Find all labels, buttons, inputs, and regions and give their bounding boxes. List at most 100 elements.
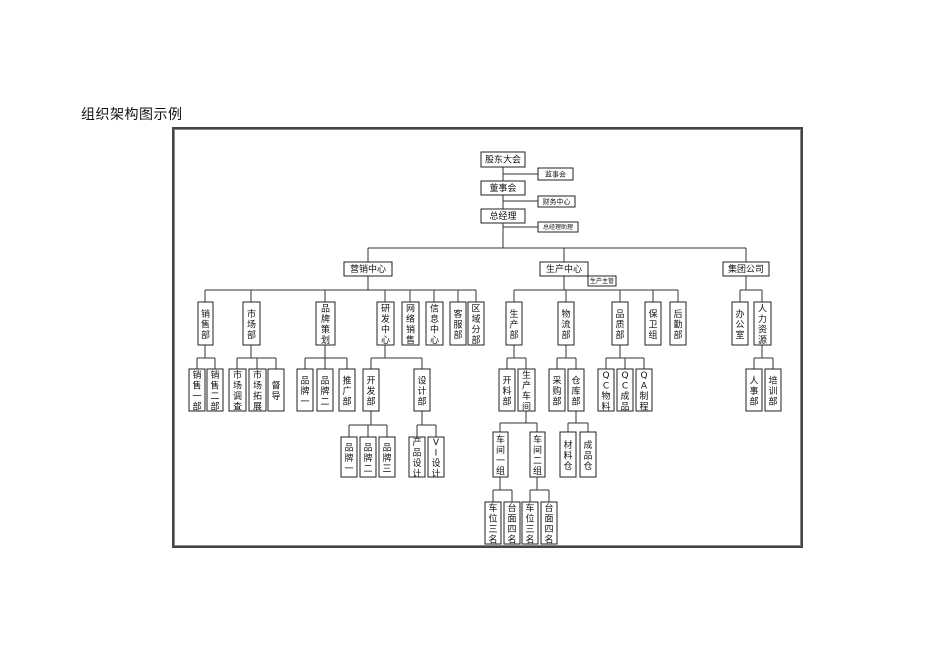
org-node-label-char: 三 [525,525,534,535]
org-node-label: 市场拓展 [253,369,262,413]
org-node-g_tr: 培训部 [764,368,782,412]
org-node-label-char: 卫 [648,320,657,330]
org-node-label-char: 公 [735,319,744,330]
org-node-box [480,151,526,168]
org-node-box [316,368,334,412]
org-node-g_off: 办公室 [731,301,749,346]
org-node-label: 车位三名 [488,502,497,546]
org-node-m_info: 信息中心 [425,301,444,346]
org-node-label-char: 品 [382,442,391,453]
org-node-label-char: 办 [735,308,744,320]
org-node-label-char: 销 [201,308,210,320]
org-node-label-char: 售 [210,380,219,392]
org-node-g_per: 人事部 [745,368,763,412]
org-node-label-char: 品 [320,375,329,386]
org-node-label-char: 展 [253,402,262,413]
org-node-label-char: 购 [552,385,561,397]
org-node-label: 台面四名 [544,502,553,546]
org-node-finance: 财务中心 [537,195,576,208]
org-node-label-char: 中 [430,324,439,336]
org-node-box [505,301,523,346]
org-node-box [753,301,772,346]
org-node-label: 推广部 [342,374,351,407]
org-node-label-char: 部 [615,329,624,341]
org-node-label-char: 查 [233,401,242,413]
org-node-label-char: 市 [233,369,242,381]
org-node-label-char: 力 [758,313,767,325]
org-node-label: 后勤部 [673,309,682,341]
org-node-label-char: 台 [544,502,553,514]
org-node-label-char: 牌 [363,452,372,464]
org-node-label-char: 三 [488,525,497,535]
org-node-label: 人力资源 [758,304,767,347]
org-node-p_cut: 开料部 [498,368,516,412]
org-node-label-char: 物 [561,308,570,320]
org-node-box [539,261,589,277]
org-node-label-char: 后 [673,309,682,320]
org-node-label-char: 物 [601,390,610,402]
org-node-label-char: 仓 [583,460,592,472]
org-node-label-char: 台 [507,502,516,514]
org-node-label-char: 品 [412,448,421,459]
org-node-label-char: 推 [342,374,351,386]
org-node-box [731,301,749,346]
org-node-label-char: 组 [648,329,657,341]
org-node-box [449,301,467,346]
org-node-box [408,436,426,478]
org-node-label-char: 品 [615,309,624,320]
org-node-box [362,368,380,412]
org-node-label: 集团公司 [728,263,764,275]
org-node-box [413,368,431,412]
org-node-box [427,436,445,478]
org-node-label-char: 品 [583,450,592,461]
org-node-m_dev: 开发部 [362,368,380,412]
org-node-label-char: 四 [544,525,553,535]
org-node-gm: 总经理 [480,208,526,224]
org-node-label: 物流部 [561,308,570,341]
org-node-box [548,368,566,412]
org-node-label: 品牌三 [382,442,391,474]
org-node-label-char: 位 [525,513,534,525]
org-node-label-char: 品 [344,442,353,453]
org-node-m_d2: 品牌二 [359,436,377,478]
org-node-p_w2: 车间二组 [529,431,546,478]
org-node-label-char: 间 [496,444,505,456]
org-node-label-char: 计 [431,468,440,480]
org-node-label-char: 四 [507,525,516,535]
org-node-g_hr: 人力资源 [753,301,772,347]
org-node-label: 培训部 [768,374,777,407]
org-node-label-char: 二 [320,397,329,407]
org-node-label: 总经理助理 [543,223,573,231]
org-node-box [338,368,356,412]
org-node-box [644,301,662,346]
org-node-label-char: 销 [210,369,219,381]
org-node-label-char: 资 [758,325,767,336]
org-node-m_market: 市场部 [242,301,261,346]
org-node-m_b2: 品牌二 [316,368,334,412]
org-node-box [745,368,763,412]
org-node-box [315,301,336,346]
org-node-label-char: 市 [253,369,262,381]
org-node-box [669,301,687,346]
org-node-box [635,368,653,412]
org-node-label-char: 车 [522,390,531,402]
org-node-label: 品牌策划 [321,304,330,347]
org-node-box [498,368,516,412]
org-node-label: 车位三名 [525,502,534,546]
org-node-label-char: 人 [749,375,758,386]
org-node-box [340,436,358,478]
org-node-label-char: 部 [509,329,518,341]
org-node-label-char: 牌 [300,385,309,397]
org-node-label-char: 车 [488,502,497,514]
org-node-box [521,501,539,545]
org-node-label: 督导 [271,380,280,403]
org-node-label-char: 仓 [563,460,572,472]
org-node-label-char: 勤 [673,318,682,330]
org-node-m_rd: 研发中心 [376,301,395,346]
org-node-label-char: 部 [192,401,201,413]
org-node-p_pur: 采购部 [548,368,566,412]
